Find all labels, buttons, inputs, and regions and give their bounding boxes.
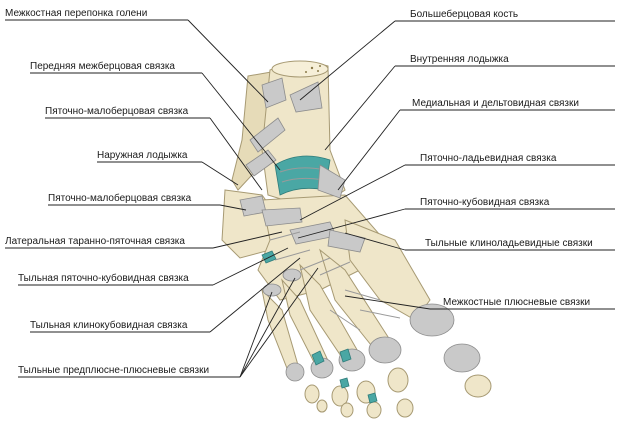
label-dorsal-cuneocuboid: Тыльная клинокубовидная связка	[30, 257, 301, 333]
label-text: Латеральная таранно-пяточная связка	[5, 236, 185, 247]
label-text: Межкостные плюсневые связки	[443, 297, 590, 308]
tibiofibular-ligament	[261, 77, 287, 109]
label-interosseous-membrane: Межкостная перепонка голени	[5, 8, 269, 103]
label-text: Медиальная и дельтовидная связки	[412, 98, 579, 109]
label-text: Пяточно-малоберцовая связка	[48, 192, 192, 204]
label-tibia: Большеберцовая кость	[299, 8, 615, 101]
label-text: Большеберцовая кость	[410, 8, 518, 20]
label-text: Тыльная клинокубовидная связка	[30, 319, 188, 331]
label-dorsal-calcaneocuboid: Тыльная пяточно-кубовидная связка	[18, 247, 289, 286]
label-text: Тыльные предплюсне-плюсневые связки	[18, 365, 209, 376]
label-calcaneofibular-lower: Пяточно-малоберцовая связка	[48, 192, 247, 211]
label-medial-deltoid: Медиальная и дельтовидная связки	[337, 98, 615, 191]
label-dorsal-tarsometatarsal: Тыльные предплюсне-плюсневые связки	[18, 267, 319, 378]
label-medial-malleolus: Внутренняя лодыжка	[324, 54, 615, 151]
label-calcaneonavicular: Пяточно-ладьевидная связка	[299, 153, 615, 221]
label-lateral-malleolus: Наружная лодыжка	[97, 150, 239, 186]
label-lateral-talocalcaneal: Латеральная таранно-пяточная связка	[5, 231, 283, 249]
label-calcaneofibular-upper: Пяточно-малоберцовая связка	[45, 105, 263, 191]
label-text: Внутренняя лодыжка	[410, 54, 509, 65]
label-text: Межкостная перепонка голени	[5, 8, 147, 19]
label-text: Наружная лодыжка	[97, 150, 188, 161]
foot-illustration	[221, 60, 492, 419]
label-text: Передняя межберцовая связка	[30, 60, 175, 72]
label-anterior-tibiofibular: Передняя межберцовая связка	[30, 60, 281, 171]
label-calcaneocuboid: Пяточно-кубовидная связка	[297, 196, 615, 239]
label-text: Пяточно-малоберцовая связка	[45, 105, 189, 117]
label-text: Пяточно-кубовидная связка	[420, 196, 550, 208]
label-text: Тыльная пяточно-кубовидная связка	[18, 272, 189, 284]
label-dorsal-cuneonavicular: Тыльные клиноладьевидные связки	[344, 232, 615, 251]
label-text: Тыльные клиноладьевидные связки	[425, 238, 593, 249]
label-interosseous-metatarsal: Межкостные плюсневые связки	[344, 295, 615, 310]
label-text: Пяточно-ладьевидная связка	[420, 153, 557, 164]
tibia-top-surface	[271, 60, 329, 78]
